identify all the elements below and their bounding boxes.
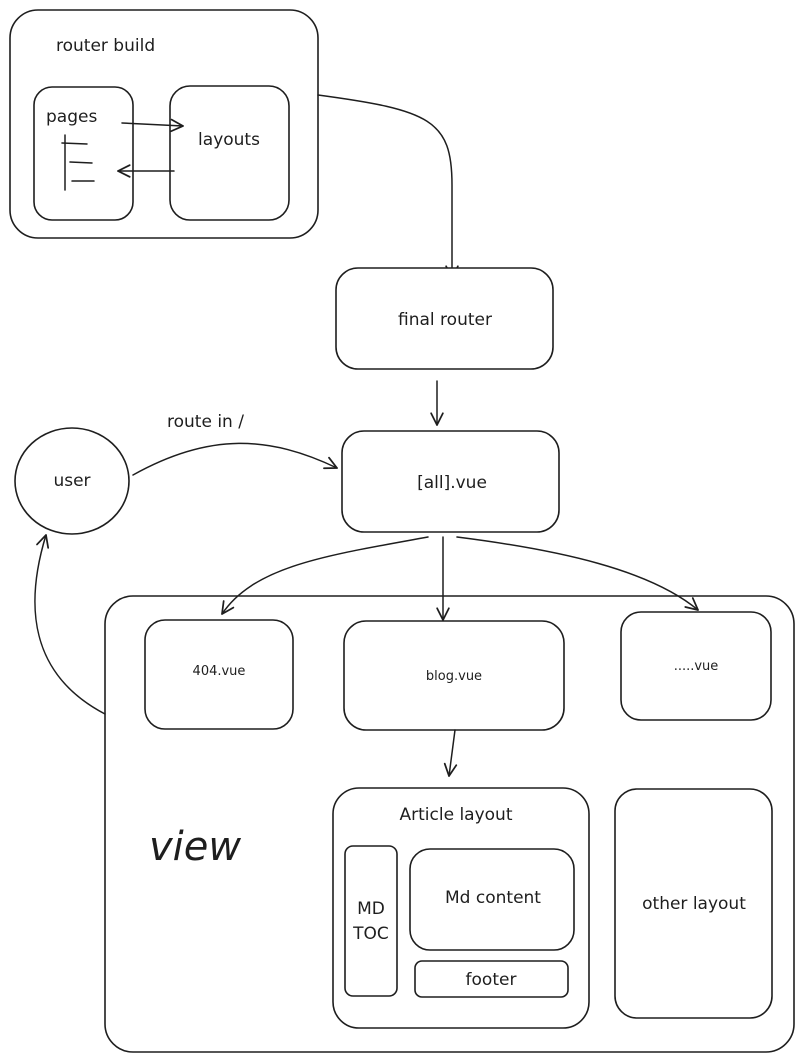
edge-pages-to-layouts <box>121 118 184 133</box>
pages-label: pages <box>46 107 97 127</box>
layouts-box <box>169 85 290 221</box>
404-vue-label: 404.vue <box>193 664 246 679</box>
article-layout-label: Article layout <box>400 805 513 825</box>
footer-label: footer <box>466 970 517 990</box>
footer-box <box>414 960 569 998</box>
router-build-label: router build <box>56 36 155 56</box>
edge-blog-to-article-layout <box>443 729 458 777</box>
404-vue-box <box>144 619 294 730</box>
pages-list-icon <box>61 134 95 191</box>
md-toc-label-line1: MD <box>357 899 385 919</box>
other-vue-box <box>620 611 772 721</box>
view-container <box>104 595 795 1053</box>
user-label: user <box>53 471 90 491</box>
user-node <box>14 427 130 535</box>
blog-vue-label: blog.vue <box>426 669 482 684</box>
md-toc-box <box>344 845 398 997</box>
md-content-box <box>409 848 575 951</box>
blog-vue-box <box>343 620 565 731</box>
md-content-label: Md content <box>445 888 541 908</box>
edge-router-build-to-final-router <box>317 94 459 279</box>
edge-all-vue-to-404 <box>221 536 429 615</box>
other-layout-label: other layout <box>642 894 746 914</box>
other-layout-box <box>614 788 773 1019</box>
pages-box <box>33 86 134 221</box>
edge-view-to-user <box>34 534 106 715</box>
edge-all-vue-to-other-vue <box>456 536 699 611</box>
edge-user-to-all-vue <box>132 442 338 476</box>
view-label: view <box>149 824 241 870</box>
layouts-label: layouts <box>198 130 260 150</box>
all-vue-label: [all].vue <box>417 473 487 493</box>
route-in-label: route in / <box>167 412 244 432</box>
router-build-group: router build pages layouts <box>9 9 319 239</box>
all-vue-box <box>341 430 560 533</box>
final-router-label: final router <box>398 310 492 330</box>
other-vue-label: .....vue <box>674 659 719 674</box>
article-layout-group: Article layout MD TOC Md content footer <box>332 787 590 1029</box>
final-router-box <box>335 267 554 370</box>
md-toc-label-line2: TOC <box>352 924 389 944</box>
